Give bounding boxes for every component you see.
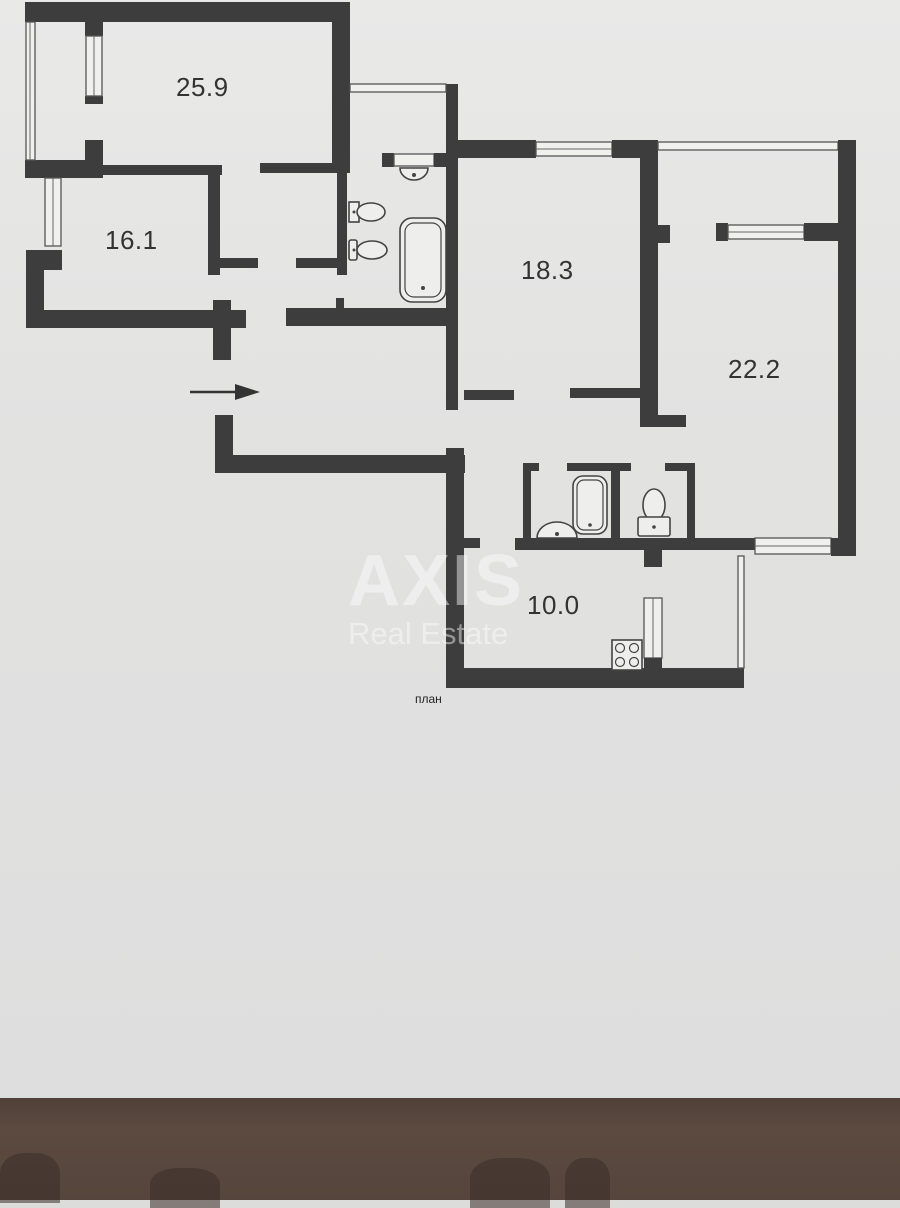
wall bbox=[218, 258, 258, 268]
sink-icon bbox=[536, 521, 578, 539]
wall bbox=[644, 658, 662, 670]
table-shadow bbox=[565, 1158, 610, 1208]
wall bbox=[26, 250, 44, 328]
wall bbox=[640, 140, 658, 426]
window bbox=[737, 555, 745, 669]
toilet-icon bbox=[637, 488, 671, 537]
room-area-label: 22.2 bbox=[728, 354, 781, 384]
window bbox=[349, 83, 447, 93]
watermark-brand: AXIS bbox=[348, 541, 525, 621]
table-surface bbox=[0, 1098, 900, 1208]
wall bbox=[336, 298, 344, 310]
wall bbox=[208, 165, 220, 275]
wall bbox=[515, 538, 755, 550]
wall bbox=[25, 160, 101, 178]
wall bbox=[716, 223, 728, 241]
table-shadow bbox=[0, 1153, 60, 1203]
wall bbox=[85, 22, 103, 36]
wall bbox=[26, 310, 246, 328]
wall bbox=[296, 258, 341, 268]
sink-icon bbox=[399, 167, 429, 181]
wall bbox=[570, 388, 645, 398]
wall bbox=[25, 2, 350, 22]
room-area-label: 18.3 bbox=[521, 255, 574, 285]
stove-icon bbox=[611, 639, 643, 671]
wall bbox=[446, 140, 536, 158]
bathtub-icon bbox=[572, 475, 608, 535]
wall bbox=[804, 223, 844, 241]
wall bbox=[644, 545, 662, 567]
vent bbox=[393, 153, 435, 167]
wall bbox=[260, 163, 350, 173]
window bbox=[657, 141, 839, 151]
wall bbox=[665, 463, 695, 471]
wall bbox=[446, 84, 458, 410]
wall bbox=[687, 463, 695, 543]
wall bbox=[838, 140, 856, 556]
floor-plan bbox=[25, 2, 856, 688]
room-area-label: 25.9 bbox=[176, 72, 229, 102]
wall bbox=[100, 165, 222, 175]
wall bbox=[382, 153, 394, 167]
wall bbox=[567, 463, 631, 471]
bathtub-icon bbox=[399, 217, 447, 303]
bidet-icon bbox=[348, 239, 388, 261]
wall bbox=[332, 2, 350, 172]
wall bbox=[523, 463, 531, 543]
room-area-label: 10.0 bbox=[527, 590, 580, 620]
wall bbox=[446, 448, 464, 688]
wall bbox=[611, 463, 620, 543]
wall bbox=[286, 308, 456, 326]
table-shadow bbox=[150, 1168, 220, 1208]
toilet-icon bbox=[348, 201, 386, 223]
wall bbox=[464, 538, 480, 548]
wall bbox=[85, 96, 103, 104]
wall bbox=[656, 225, 670, 243]
plan-caption: план bbox=[415, 692, 442, 706]
entrance-arrow-icon bbox=[190, 384, 260, 400]
wall bbox=[337, 165, 347, 275]
wall bbox=[434, 153, 446, 167]
wall bbox=[215, 455, 465, 473]
room-area-label: 16.1 bbox=[105, 225, 158, 255]
wall bbox=[85, 140, 103, 178]
table-shadow bbox=[470, 1158, 550, 1208]
wall bbox=[464, 390, 514, 400]
wall bbox=[446, 668, 744, 688]
wall bbox=[640, 415, 686, 427]
watermark-subtitle: Real Estate bbox=[348, 616, 509, 651]
wall bbox=[523, 463, 539, 471]
wall bbox=[831, 538, 856, 556]
wall bbox=[213, 300, 231, 360]
